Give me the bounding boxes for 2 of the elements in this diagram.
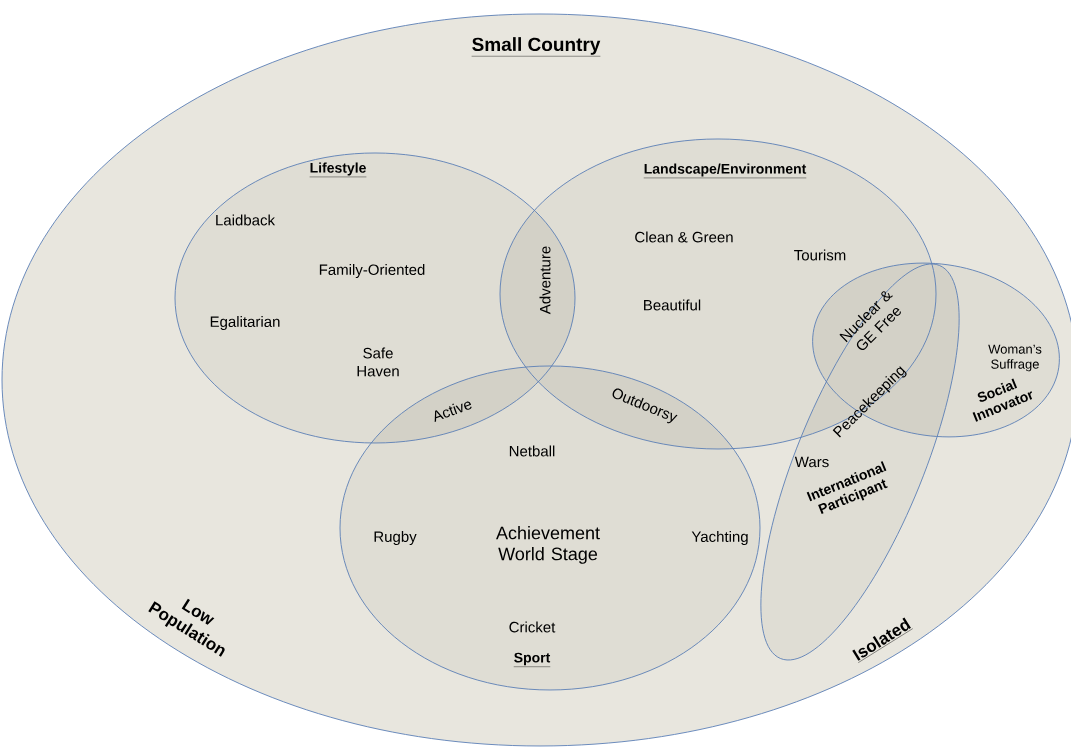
overlap-label: Active xyxy=(434,401,472,422)
overlap-label: Adventure xyxy=(539,246,551,315)
